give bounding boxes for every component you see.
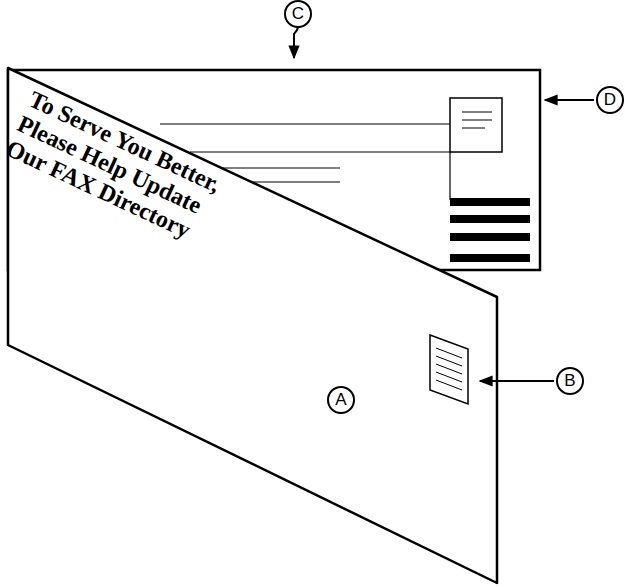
bar-code (450, 198, 530, 262)
callout-letter: B (556, 367, 584, 395)
return-label (450, 98, 502, 152)
callout-letter: C (284, 0, 312, 28)
callout-arrows (294, 16, 594, 381)
callout-letter: A (327, 386, 355, 414)
callout-letter: D (596, 86, 624, 114)
stamp (430, 335, 468, 404)
